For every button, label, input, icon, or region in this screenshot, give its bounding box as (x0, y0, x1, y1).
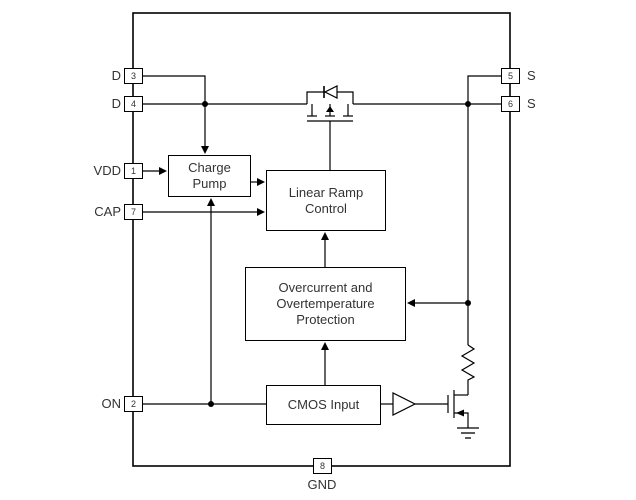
arrow-tap-into-protection (407, 299, 415, 307)
body-diode-icon (323, 85, 338, 99)
block-text-line: CMOS Input (287, 397, 360, 412)
arrow-protection-into-ramp (321, 232, 329, 240)
fet2-source-stub (454, 412, 469, 428)
block-text-line: Linear Ramp (288, 184, 364, 200)
junction-dot (465, 300, 471, 306)
block-text-line: Control (305, 200, 347, 216)
pin-label-d-3: D (111, 68, 121, 83)
arrow-vdd-into-chargepump (159, 167, 167, 175)
block-protection: Overcurrent and Overtemperature Protecti… (245, 267, 406, 341)
ground-symbol-icon (457, 427, 479, 439)
block-text-line: Overcurrent and (278, 280, 373, 295)
wire-pin3-to-drain-rail (143, 75, 206, 104)
arrowheads (159, 146, 415, 350)
block-text-line: Protection (296, 312, 355, 327)
power-mosfet-symbol (307, 104, 353, 122)
pin-number: 4 (130, 99, 136, 109)
pin-box-8: 8 (313, 458, 332, 474)
block-linear-ramp-control: Linear Ramp Control (266, 170, 386, 231)
arrow-on-into-chargepump (207, 198, 215, 206)
pin-label-s-6: S (527, 96, 536, 111)
pin-box-6: 6 (501, 96, 520, 112)
pin-box-3: 3 (124, 68, 143, 84)
pin-number: 6 (507, 99, 513, 109)
buffer-gate-icon (392, 392, 417, 416)
block-charge-pump: Charge Pump (168, 155, 251, 197)
pin-box-1: 1 (124, 163, 143, 179)
pin-label-vdd: VDD (93, 163, 121, 178)
pin-box-2: 2 (124, 396, 143, 412)
pin-box-7: 7 (124, 204, 143, 220)
pin-box-4: 4 (124, 96, 143, 112)
pin-label-on: ON (101, 396, 122, 411)
wire-pin5-to-source-rail (467, 75, 501, 104)
pin-label-d-4: D (111, 96, 121, 111)
pin-label-cap: CAP (94, 204, 121, 219)
pin-label-s-5: S (527, 68, 536, 83)
block-text-line: Overtemperature (276, 296, 375, 311)
junction-dot (208, 401, 214, 407)
pin-box-5: 5 (501, 68, 520, 84)
diode-triangle (323, 85, 338, 99)
block-text-line: Charge (188, 160, 231, 175)
fet2-source-arrow (456, 409, 464, 417)
arrow-cmos-into-protection (321, 342, 329, 350)
arrow-chargepump-into-ramp (257, 178, 265, 186)
fet-body-arrow (326, 106, 334, 112)
block-cmos-input: CMOS Input (266, 385, 381, 425)
arrow-drain-into-chargepump (201, 146, 209, 154)
pin-number: 3 (130, 71, 136, 81)
pin-number: 8 (319, 461, 325, 471)
pin-number: 1 (130, 166, 136, 176)
junction-dots (202, 101, 471, 407)
junction-dot (465, 101, 471, 107)
block-text-line: Pump (192, 176, 227, 191)
pulldown-mosfet-symbol (447, 390, 469, 428)
pin-number: 5 (507, 71, 513, 81)
pin-number: 7 (130, 207, 136, 217)
sense-resistor (460, 344, 476, 395)
pin-label-gnd: GND (307, 477, 337, 492)
pin-number: 2 (130, 399, 136, 409)
arrow-cap-into-ramp (257, 208, 265, 216)
junction-dot (202, 101, 208, 107)
